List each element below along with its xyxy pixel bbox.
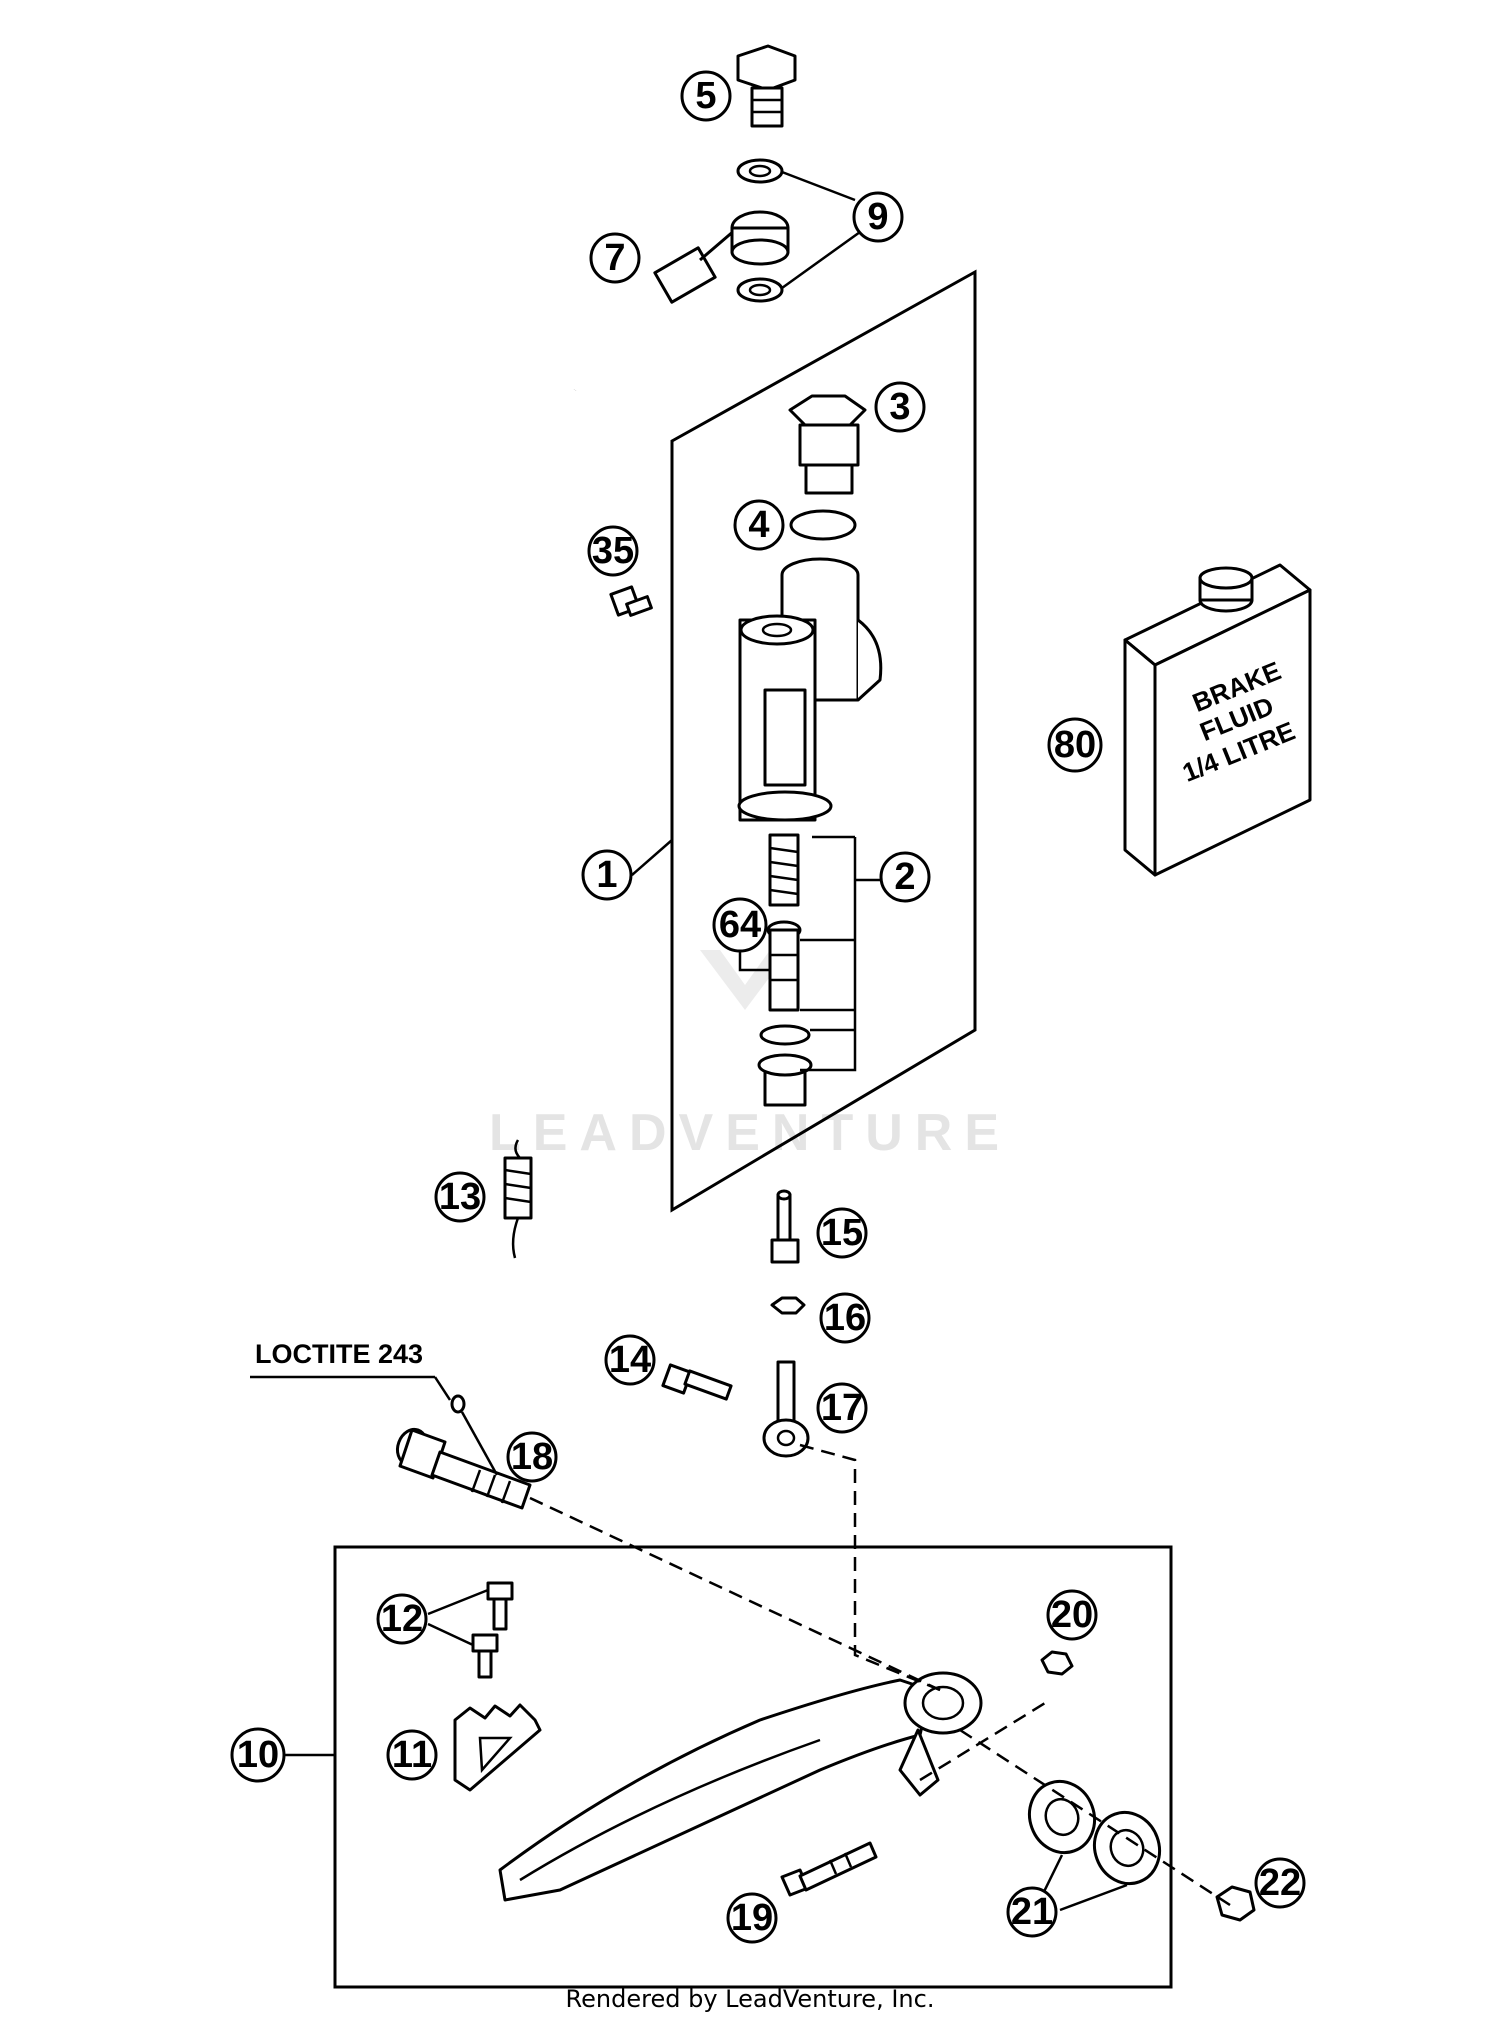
callout-5-number: 5	[695, 75, 716, 117]
pedal-nut	[1040, 1650, 1074, 1676]
callout-20-number: 20	[1051, 1594, 1093, 1636]
callout-1-number: 1	[596, 854, 617, 896]
callout-19-number: 19	[731, 1897, 773, 1939]
step-plate	[453, 1703, 542, 1792]
assembly-lines	[529, 1443, 1231, 1907]
callout-7: 7	[589, 232, 641, 284]
callout-13-number: 13	[439, 1176, 481, 1218]
callout-15-number: 15	[821, 1212, 863, 1254]
reservoir-fitting	[788, 394, 867, 495]
o-ring	[789, 509, 857, 541]
callout-1: 1	[581, 849, 633, 901]
callout-22: 22	[1254, 1857, 1306, 1909]
callout-14: 14	[604, 1334, 656, 1386]
footer-credit: Rendered by LeadVenture, Inc.	[566, 1985, 935, 2013]
watermark-text: LEADVENTURE	[489, 1104, 1011, 1162]
callout-21: 21	[1006, 1886, 1058, 1938]
pedal-stop-bolt	[780, 1841, 878, 1897]
callout-4-number: 4	[748, 504, 769, 546]
callout-14-number: 14	[609, 1339, 651, 1381]
axle-nut	[1215, 1885, 1256, 1922]
bleed-screw	[609, 585, 653, 617]
bearings	[1028, 1779, 1161, 1886]
callout-2-number: 2	[894, 856, 915, 898]
callout-13: 13	[434, 1171, 486, 1223]
callout-64: 64	[712, 897, 768, 953]
pedal-group-frame	[333, 1545, 1173, 1989]
callout-17-number: 17	[821, 1387, 863, 1429]
lock-nut	[770, 1296, 806, 1315]
callout-10-number: 10	[237, 1734, 279, 1776]
callout-17: 17	[816, 1382, 868, 1434]
callout-20: 20	[1046, 1589, 1098, 1641]
callout-19: 19	[726, 1892, 778, 1944]
callout-80: 80	[1047, 717, 1103, 773]
master-cylinder-frame	[670, 269, 977, 1213]
callout-35-number: 35	[592, 530, 634, 572]
step-screws	[471, 1581, 514, 1679]
clevis-bolt	[661, 1363, 733, 1401]
callout-12-number: 12	[381, 1598, 423, 1640]
leader-lines	[250, 170, 1128, 1912]
return-spring	[503, 1139, 533, 1259]
callout-4: 4	[733, 499, 785, 551]
callout-18-number: 18	[511, 1436, 553, 1478]
banjo-bolt	[736, 44, 797, 128]
loctite-label: LOCTITE 243	[255, 1339, 423, 1369]
callout-11: 11	[386, 1729, 438, 1781]
callout-16: 16	[819, 1292, 871, 1344]
brake-fluid-can: BRAKE FLUID 1/4 LITRE	[1123, 563, 1312, 877]
push-rod	[770, 1189, 800, 1264]
callout-21-number: 21	[1011, 1891, 1053, 1933]
callout-3: 3	[874, 381, 926, 433]
callout-64-number: 64	[719, 904, 761, 946]
pivot-bolt	[395, 1394, 532, 1510]
callout-7-number: 7	[604, 237, 625, 279]
callout-80-number: 80	[1054, 724, 1096, 766]
callout-3-number: 3	[889, 386, 910, 428]
callout-12: 12	[376, 1593, 428, 1645]
callout-10: 10	[230, 1727, 286, 1783]
callout-16-number: 16	[824, 1297, 866, 1339]
clevis	[762, 1360, 810, 1458]
piston-kit	[738, 833, 880, 1107]
callout-11-number: 11	[392, 1734, 432, 1776]
callout-9-number: 9	[867, 196, 888, 238]
callout-35: 35	[587, 525, 639, 577]
callout-15: 15	[816, 1207, 868, 1259]
brake-pedal	[498, 1671, 983, 1902]
brake-hose	[569, 210, 790, 392]
callout-18: 18	[506, 1431, 558, 1483]
callout-5: 5	[680, 70, 732, 122]
master-cylinder-body	[737, 557, 883, 822]
callout-2: 2	[879, 851, 931, 903]
callout-9: 9	[852, 191, 904, 243]
watermark: LEADVENTURE	[489, 950, 1011, 1162]
callout-22-number: 22	[1259, 1862, 1301, 1904]
copper-washers	[736, 158, 784, 303]
